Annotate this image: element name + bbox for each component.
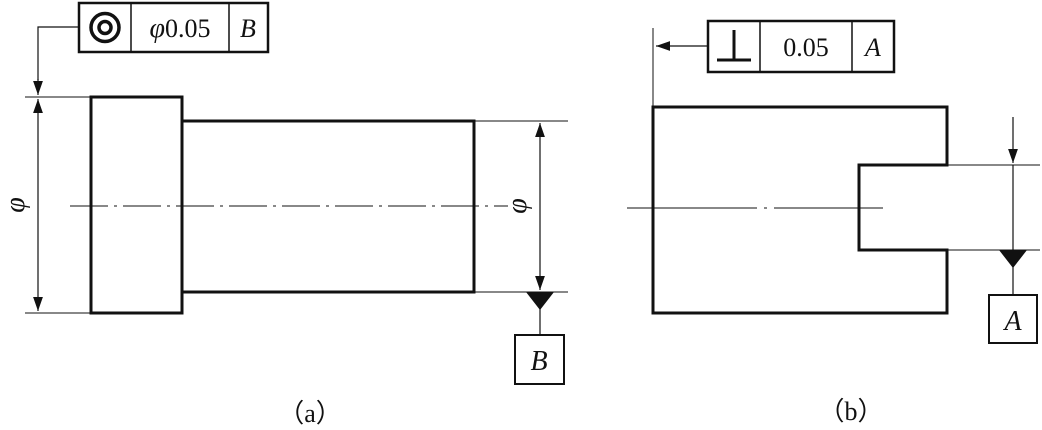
part-outline-b (651, 105, 949, 315)
datum-ref-b: A (863, 33, 881, 62)
tolerance-a: φ0.05 (150, 13, 211, 44)
feature-control-frame-a: φ0.05 B (77, 1, 270, 54)
datum-triangle-b (526, 292, 554, 310)
caption-a: （a） (278, 399, 342, 428)
caption-b: （b） (818, 397, 883, 426)
datum-box-b (514, 334, 565, 385)
dimension-left-label: φ (0, 197, 31, 213)
figure-b: A 0.05 A （b） (627, 19, 1040, 426)
concentricity-icon (89, 11, 121, 44)
tolerance-b: 0.05 (783, 33, 829, 62)
datum-label-b: B (530, 346, 547, 377)
dimension-right-label: φ (502, 198, 533, 214)
figure-a: φ φ B φ0.05 B （a） (0, 1, 568, 428)
perpendicularity-icon (717, 30, 751, 62)
datum-label-a: A (1002, 306, 1022, 337)
datum-triangle-a (999, 250, 1027, 268)
datum-box-a (988, 294, 1038, 344)
leader-line-a (37, 26, 79, 80)
feature-control-frame-b: 0.05 A (706, 19, 896, 74)
datum-ref-a: B (240, 14, 256, 43)
flange-outline (89, 95, 184, 315)
